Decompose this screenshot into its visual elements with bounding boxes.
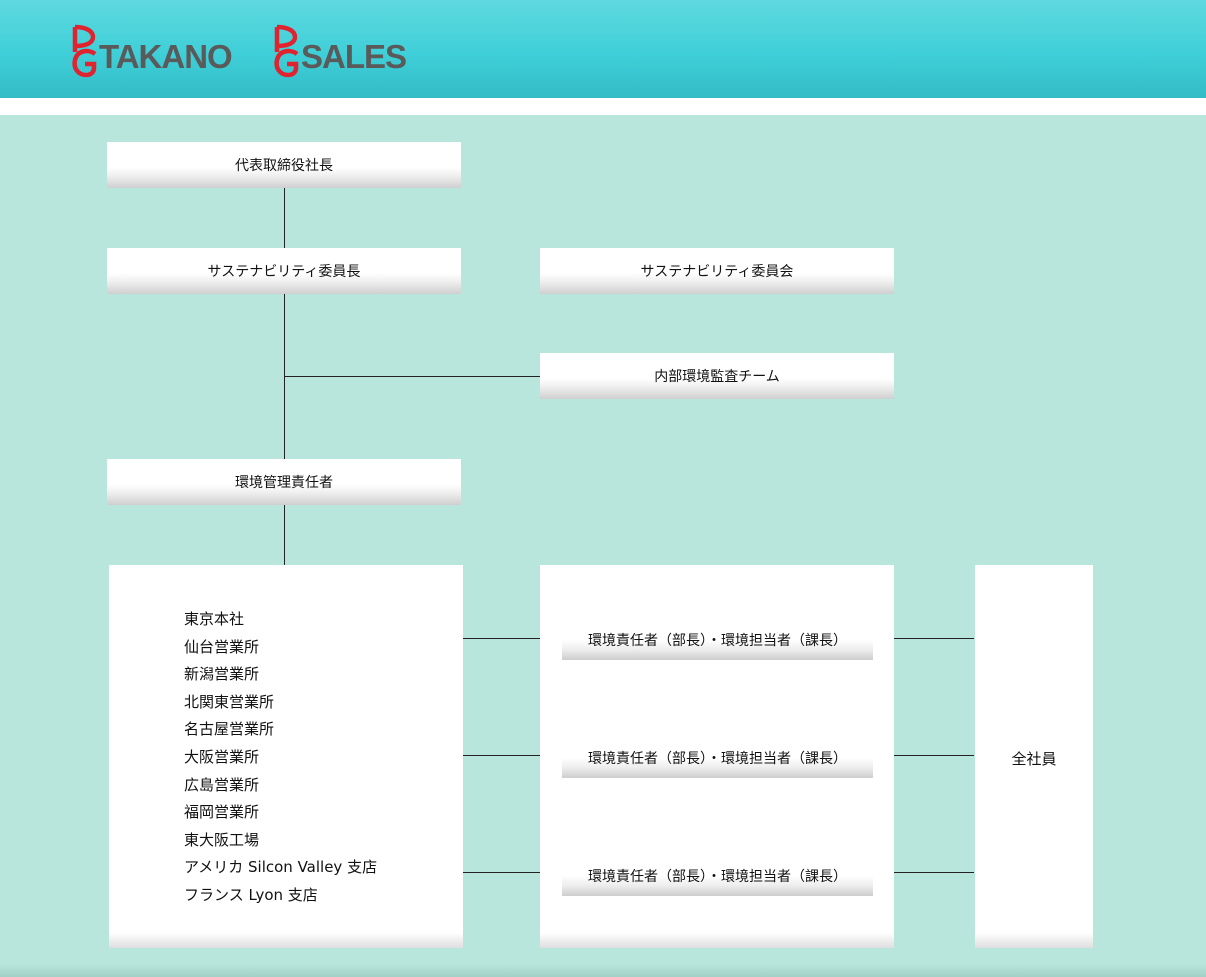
list-item: 新潟営業所 bbox=[184, 665, 260, 684]
takano-logo-mark-icon bbox=[72, 24, 97, 78]
list-item: 福岡営業所 bbox=[184, 803, 260, 822]
list-item: 仙台営業所 bbox=[184, 637, 260, 656]
header-separator bbox=[0, 98, 1206, 115]
env-manager-label: 環境管理責任者 bbox=[235, 475, 333, 491]
connector-role-staff-3 bbox=[873, 872, 974, 873]
site-header: TAKANO SALES bbox=[0, 0, 1206, 98]
role-box-3: 環境責任者（部長）・環境担当者（課長） bbox=[562, 856, 873, 896]
list-item: フランス Lyon 支店 bbox=[184, 885, 318, 904]
list-item: 北関東営業所 bbox=[184, 692, 275, 711]
role-label: 環境責任者（部長）・環境担当者（課長） bbox=[588, 869, 847, 885]
connector-offices-role-1 bbox=[462, 638, 562, 639]
takano-logo-text: TAKANO bbox=[99, 37, 233, 75]
sales-logo-mark-icon bbox=[274, 24, 299, 78]
env-manager-box: 環境管理責任者 bbox=[107, 459, 461, 505]
office-list: 東京本社 仙台営業所 新潟営業所 北関東営業所 名古屋営業所 大阪営業所 広島営… bbox=[184, 606, 377, 910]
list-item: アメリカ Silcon Valley 支店 bbox=[184, 858, 378, 877]
sales-logo[interactable]: SALES bbox=[274, 22, 407, 78]
role-label: 環境責任者（部長）・環境担当者（課長） bbox=[588, 751, 847, 767]
connector-offices-role-3 bbox=[462, 872, 562, 873]
internal-audit-team-label: 内部環境監査チーム bbox=[654, 369, 780, 385]
sustainability-chair-box: サステナビリティ委員長 bbox=[107, 248, 461, 294]
sustainability-chair-label: サステナビリティ委員長 bbox=[207, 264, 361, 280]
ceo-label: 代表取締役社長 bbox=[235, 158, 333, 174]
role-label: 環境責任者（部長）・環境担当者（課長） bbox=[588, 633, 847, 649]
list-item: 名古屋営業所 bbox=[184, 720, 275, 739]
role-box-2: 環境責任者（部長）・環境担当者（課長） bbox=[562, 738, 873, 778]
all-staff-panel bbox=[975, 565, 1093, 948]
connector-manager-offices bbox=[284, 505, 285, 565]
connector-role-staff-2 bbox=[873, 755, 974, 756]
connector-audit-team bbox=[284, 376, 540, 377]
list-item: 東大阪工場 bbox=[184, 830, 260, 849]
list-item: 広島営業所 bbox=[184, 775, 260, 794]
role-box-1: 環境責任者（部長）・環境担当者（課長） bbox=[562, 620, 873, 660]
connector-role-staff-1 bbox=[873, 638, 974, 639]
sales-logo-text: SALES bbox=[301, 37, 407, 75]
internal-audit-team-box: 内部環境監査チーム bbox=[540, 353, 894, 399]
sustainability-committee-label: サステナビリティ委員会 bbox=[640, 264, 794, 280]
bottom-edge bbox=[0, 964, 1206, 977]
sustainability-committee-box: サステナビリティ委員会 bbox=[540, 248, 894, 294]
connector-ceo-chair bbox=[284, 188, 285, 248]
ceo-box: 代表取締役社長 bbox=[107, 142, 461, 188]
all-staff-label: 全社員 bbox=[1011, 750, 1057, 768]
takano-logo[interactable]: TAKANO bbox=[72, 22, 233, 78]
connector-offices-role-2 bbox=[462, 755, 562, 756]
list-item: 東京本社 bbox=[184, 610, 245, 628]
offices-panel bbox=[109, 565, 463, 948]
list-item: 大阪営業所 bbox=[184, 747, 260, 766]
